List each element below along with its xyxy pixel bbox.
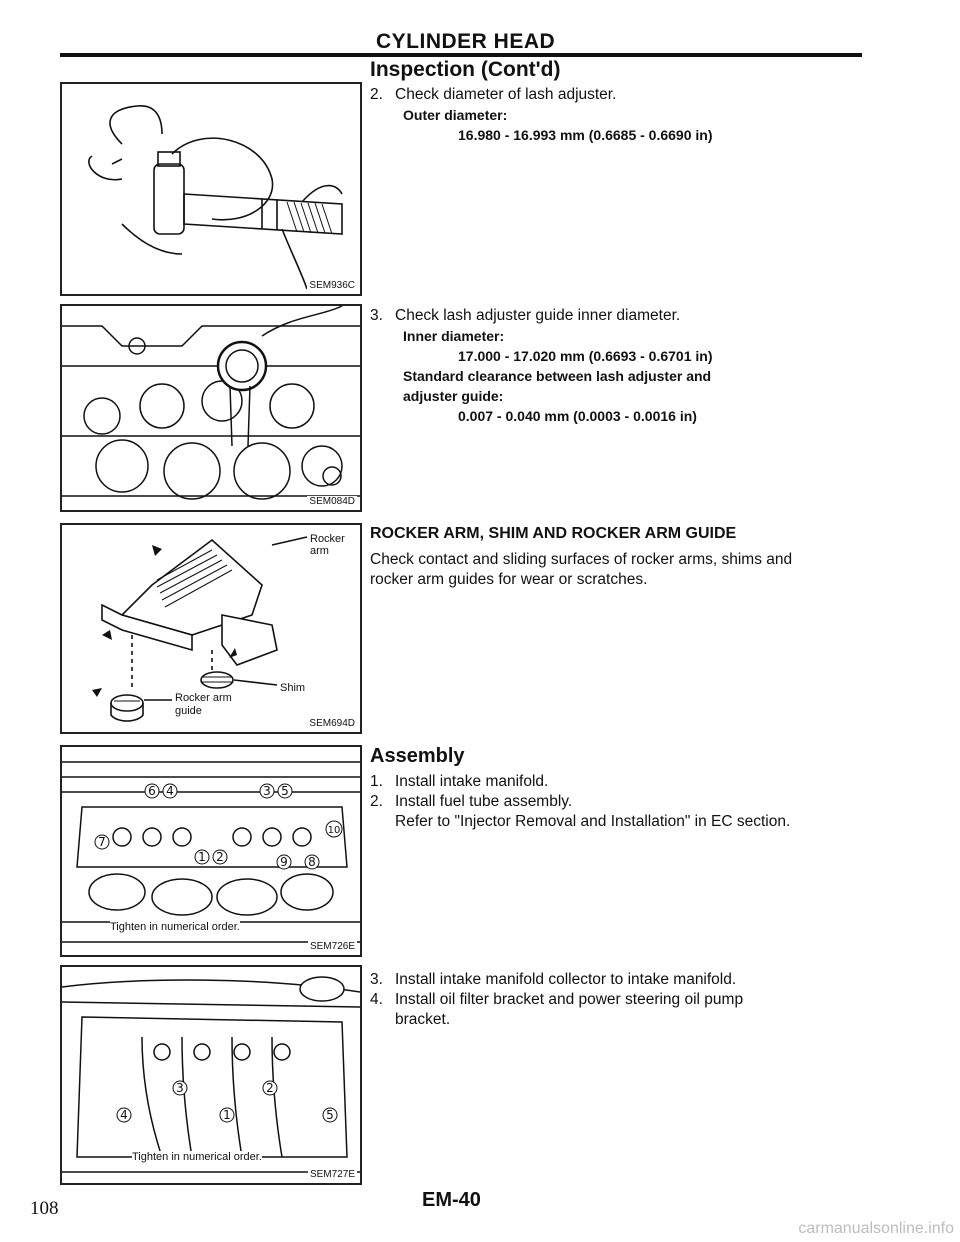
step-text: Check lash adjuster guide inner diameter… (395, 307, 681, 324)
paragraph-line: rocker arm guides for wear or scratches. (370, 571, 648, 588)
figure-caption: Tighten in numerical order. (132, 1151, 262, 1163)
figure-code: SEM726E (307, 941, 357, 952)
step-3: 3. Check lash adjuster guide inner diamet… (370, 306, 865, 426)
figure-code: SEM727E (307, 1169, 357, 1180)
paragraph-line: Check contact and sliding surfaces of ro… (370, 551, 793, 568)
rocker-arm-illustration (92, 536, 308, 722)
spec-label: Outer diameter: (403, 107, 508, 123)
step-text: Refer to "Injector Removal and Installat… (395, 813, 791, 830)
bolt-number: 10 (328, 825, 341, 836)
spec-label: Inner diameter: (403, 328, 505, 344)
figure-rocker-arm: Rocker arm Shim Rocker arm guide SEM694D (60, 523, 362, 734)
bore-gauge-illustration (62, 306, 360, 500)
bolt-number: 5 (281, 784, 289, 798)
step-number: 2. (370, 86, 383, 103)
bolt-number: 1 (198, 850, 206, 864)
figure-code: SEM694D (307, 718, 357, 729)
rocker-arm-text: Check contact and sliding surfaces of ro… (370, 550, 865, 590)
label-rocker-arm: Rocker arm (310, 533, 345, 557)
bolt-number: 2 (266, 1081, 274, 1095)
figure-intake-collector: 3 2 4 1 5 Tighten in numerical order. SE… (60, 965, 362, 1185)
bolt-number: 6 (148, 784, 156, 798)
step-number: 1. (370, 773, 383, 790)
step-number: 2. (370, 793, 383, 810)
step-number: 3. (370, 971, 383, 988)
label-rocker-arm-guide-2: guide (175, 705, 202, 717)
bolt-number: 7 (98, 835, 106, 849)
section-title: Inspection (Cont'd) (370, 58, 561, 81)
label-rocker-arm-guide-1: Rocker arm (175, 692, 232, 704)
figure-bore-gauge: SEM084D (60, 304, 362, 512)
spec-label: adjuster guide: (403, 388, 504, 404)
bolt-number: 5 (326, 1108, 334, 1122)
bolt-number: 3 (263, 784, 271, 798)
page-number: 108 (30, 1198, 59, 1219)
bolt-number: 4 (120, 1108, 128, 1122)
step-2: 2. Check diameter of lash adjuster. Outer… (370, 85, 865, 145)
step-text: Install fuel tube assembly. (395, 793, 573, 810)
step-text: Install oil filter bracket and power ste… (395, 991, 744, 1008)
assembly-steps-a: 1. Install intake manifold. 2. Install fue… (370, 772, 865, 832)
bolt-number: 1 (223, 1108, 231, 1122)
figure-code: SEM084D (307, 496, 357, 507)
spec-value: 0.007 - 0.040 mm (0.0003 - 0.0016 in) (458, 408, 697, 424)
bolt-number: 9 (280, 855, 288, 869)
assembly-heading: Assembly (370, 745, 465, 767)
figure-caption: Tighten in numerical order. (110, 921, 240, 933)
step-number: 4. (370, 991, 383, 1008)
bolt-number: 4 (166, 784, 174, 798)
page-header-title: CYLINDER HEAD (376, 30, 556, 53)
assembly-steps-b: 3. Install intake manifold collector to i… (370, 970, 865, 1030)
bolt-number: 2 (216, 850, 224, 864)
rocker-arm-heading: ROCKER ARM, SHIM AND ROCKER ARM GUIDE (370, 525, 737, 542)
step-text: bracket. (395, 1011, 451, 1028)
intake-collector-illustration: 3 2 4 1 5 (62, 976, 360, 1173)
figure-code: SEM936C (307, 280, 357, 291)
step-text: Install intake manifold. (395, 773, 549, 790)
bolt-number: 8 (308, 855, 316, 869)
spec-value: 17.000 - 17.020 mm (0.6693 - 0.6701 in) (458, 348, 713, 364)
micrometer-illustration (88, 105, 343, 290)
figure-micrometer: SEM936C (60, 82, 362, 296)
step-text: Install intake manifold collector to int… (395, 971, 737, 988)
section-page-label: EM-40 (422, 1189, 481, 1211)
step-number: 3. (370, 307, 383, 324)
intake-manifold-illustration: 6 4 3 5 7 1 2 9 8 10 (62, 761, 360, 943)
watermark: carmanualsonline.info (798, 1220, 954, 1237)
figure-intake-manifold: 6 4 3 5 7 1 2 9 8 10 Tighten in numerica… (60, 745, 362, 957)
spec-label: Standard clearance between lash adjuster… (403, 368, 712, 384)
spec-value: 16.980 - 16.993 mm (0.6685 - 0.6690 in) (458, 127, 713, 143)
header-rule (60, 53, 862, 57)
bolt-number: 3 (176, 1081, 184, 1095)
label-shim: Shim (280, 682, 306, 694)
step-text: Check diameter of lash adjuster. (395, 86, 617, 103)
